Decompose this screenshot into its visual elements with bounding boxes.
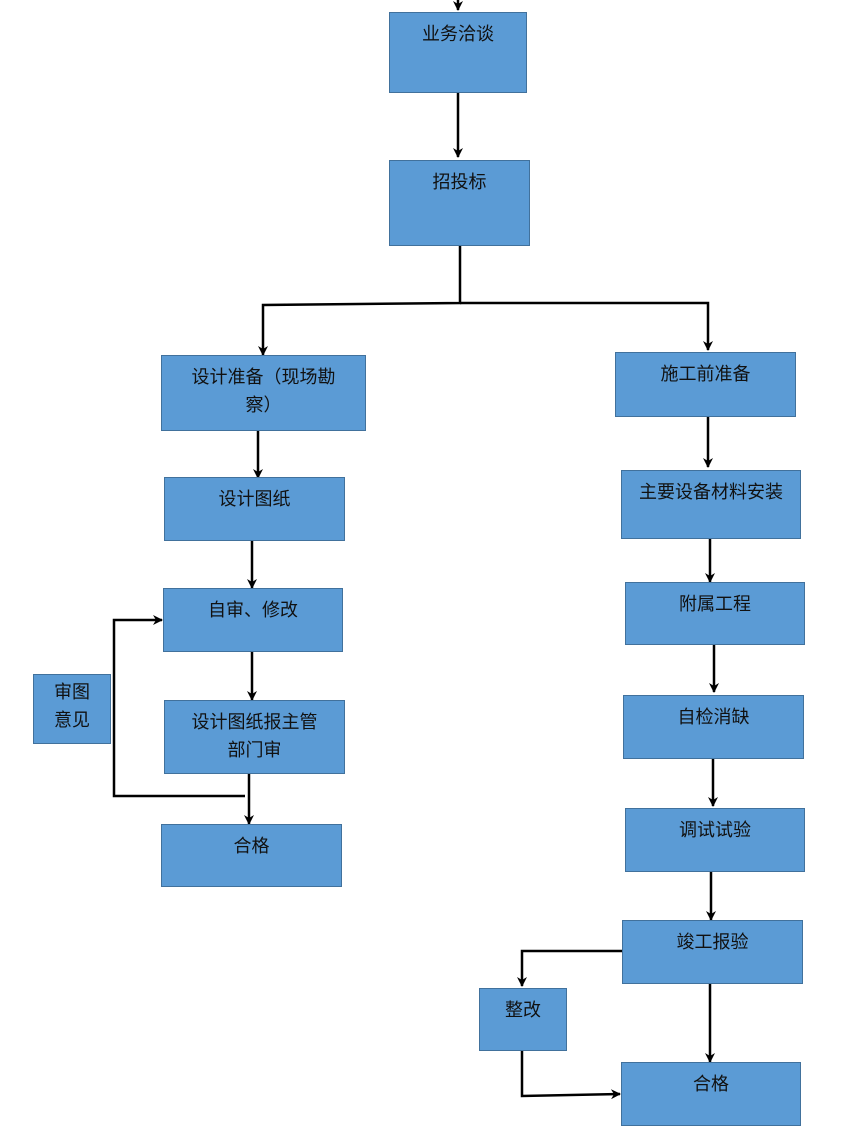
auxiliary-box: 附属工程 (625, 582, 805, 645)
qualified-left-box: 合格 (161, 824, 342, 887)
rectify-box: 整改 (479, 988, 567, 1051)
arrow-feedback-loop (112, 615, 245, 798)
bidding-box: 招投标 (389, 160, 530, 246)
design-prep-box: 设计准备（现场勘察） (161, 355, 366, 431)
submit-review-box: 设计图纸报主管部门审 (164, 700, 345, 774)
arrow-bidding-right (460, 301, 713, 351)
review-opinion-box: 审图意见 (33, 674, 111, 744)
negotiation-box: 业务洽谈 (389, 12, 527, 93)
arrow-completion-rectify (517, 949, 622, 987)
completion-box: 竣工报验 (622, 920, 803, 984)
design-drawings-box: 设计图纸 (164, 477, 345, 541)
arrow-bidding-split (258, 246, 462, 356)
debug-test-box: 调试试验 (625, 808, 805, 872)
self-review-box: 自审、修改 (163, 588, 343, 652)
self-check-box: 自检消缺 (623, 695, 804, 759)
qualified-right-box: 合格 (621, 1062, 801, 1126)
construction-prep-box: 施工前准备 (615, 352, 796, 417)
equipment-install-box: 主要设备材料安装 (621, 470, 801, 539)
arrow-rectify-qualified (520, 1051, 621, 1100)
